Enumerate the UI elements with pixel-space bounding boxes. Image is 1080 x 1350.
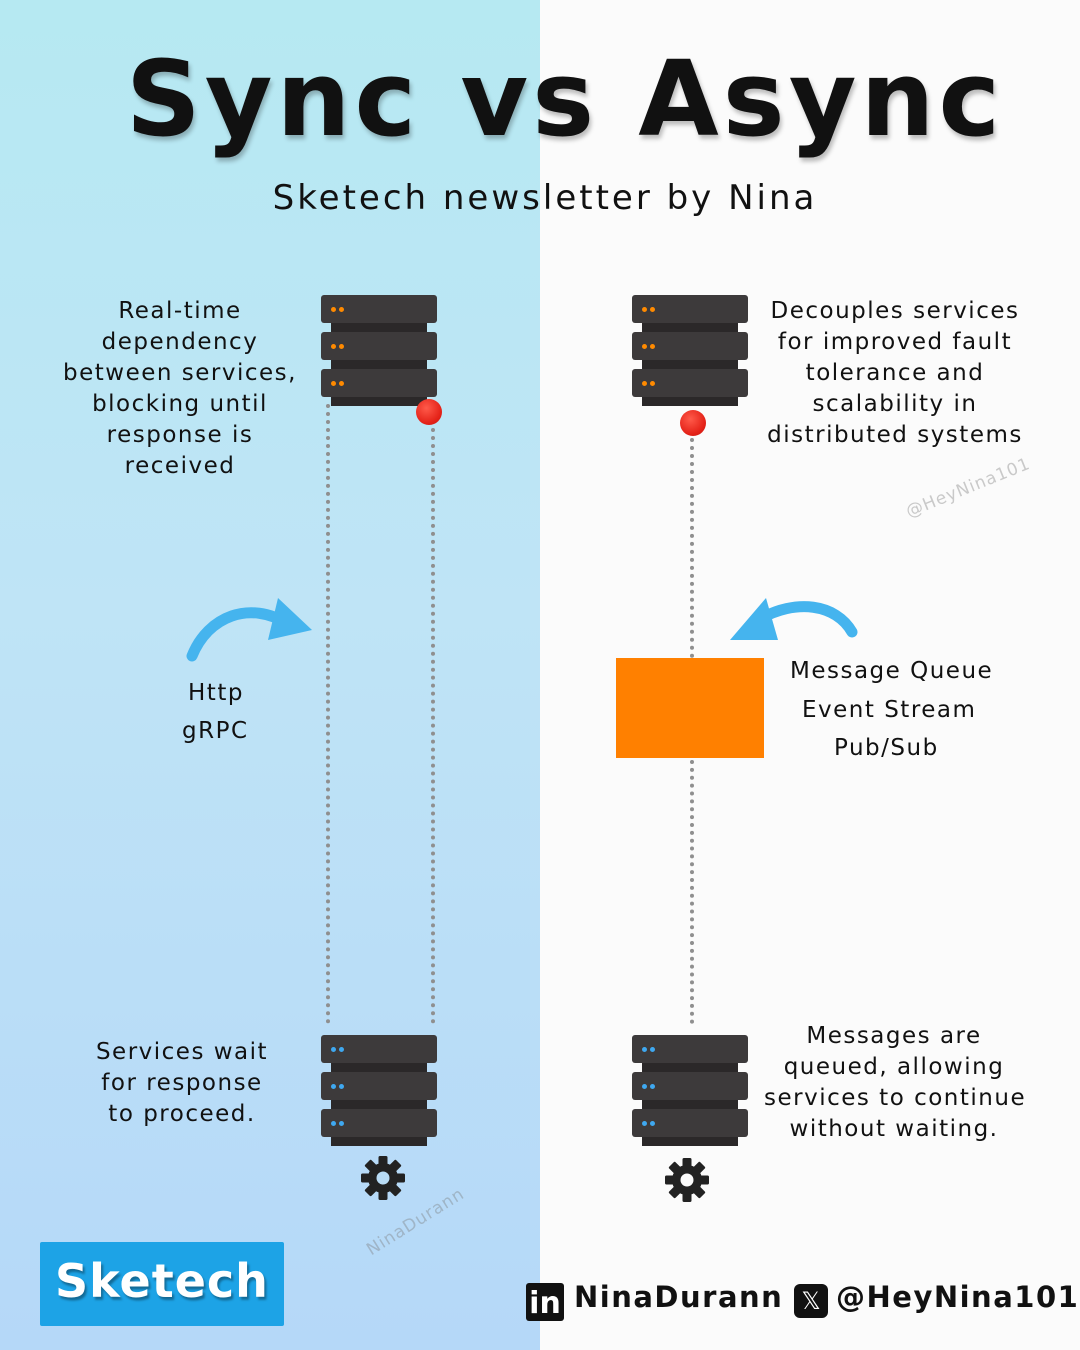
linkedin-icon[interactable]: in [526,1283,564,1321]
async-top-line: for improved fault [777,329,1013,355]
async-consume-line [690,760,694,1024]
sync-gear-icon [361,1156,405,1200]
sync-bottom-line: to proceed. [108,1101,256,1127]
sync-top-description: Real-time dependency between services, b… [60,296,300,482]
sync-request-dot [416,399,442,425]
sync-bottom-description: Services wait for response to proceed. [82,1037,282,1130]
async-top-line: tolerance and [805,360,985,386]
async-top-line: scalability in [812,391,978,417]
sync-top-line: Real-time [118,298,242,324]
async-top-line: Decouples services [770,298,1020,324]
sync-request-line [326,404,330,1024]
async-consumer-server-icon [632,1035,748,1147]
sync-panel [0,0,540,1350]
async-publish-line [690,438,694,658]
async-bottom-line: queued, allowing [783,1054,1005,1080]
brand-logo[interactable]: Sketech [40,1242,284,1326]
async-producer-server-icon [632,295,748,407]
async-top-description: Decouples services for improved fault to… [762,296,1028,451]
protocol-http: Http [188,680,244,706]
sync-bottom-line: for response [101,1070,263,1096]
page-subtitle: Sketech newsletter by Nina [272,178,818,218]
broker-label-message-queue: Message Queue [790,658,994,684]
broker-label-event-stream: Event Stream [802,697,977,723]
async-gear-icon [665,1158,709,1202]
sync-response-line [431,420,435,1024]
page-title: Sync vs Async [125,38,1005,160]
async-top-line: distributed systems [767,422,1023,448]
x-icon[interactable]: 𝕏 [794,1284,828,1318]
async-curved-arrow-icon [730,598,858,640]
brand-name: Sketech [55,1254,269,1308]
sync-client-server-icon [321,295,437,407]
protocol-grpc: gRPC [182,718,249,744]
sync-bottom-line: Services wait [95,1039,269,1065]
sync-top-line: received [124,453,236,479]
message-broker-box [616,658,764,758]
linkedin-handle[interactable]: NinaDurann [574,1280,784,1314]
async-bottom-line: Messages are [806,1023,982,1049]
sync-curved-arrow-icon [186,598,312,662]
x-handle[interactable]: @HeyNina101 [836,1280,1080,1314]
sync-top-line: between services, [63,360,297,386]
sync-top-line: response is [106,422,254,448]
async-bottom-line: services to continue [764,1085,1027,1111]
sync-top-line: dependency [101,329,259,355]
sync-top-line: blocking until [92,391,268,417]
async-bottom-line: without waiting. [789,1116,999,1142]
broker-label-pubsub: Pub/Sub [834,735,939,761]
async-message-dot [680,410,706,436]
async-bottom-description: Messages are queued, allowing services t… [764,1021,1027,1145]
sync-service-server-icon [321,1035,437,1147]
